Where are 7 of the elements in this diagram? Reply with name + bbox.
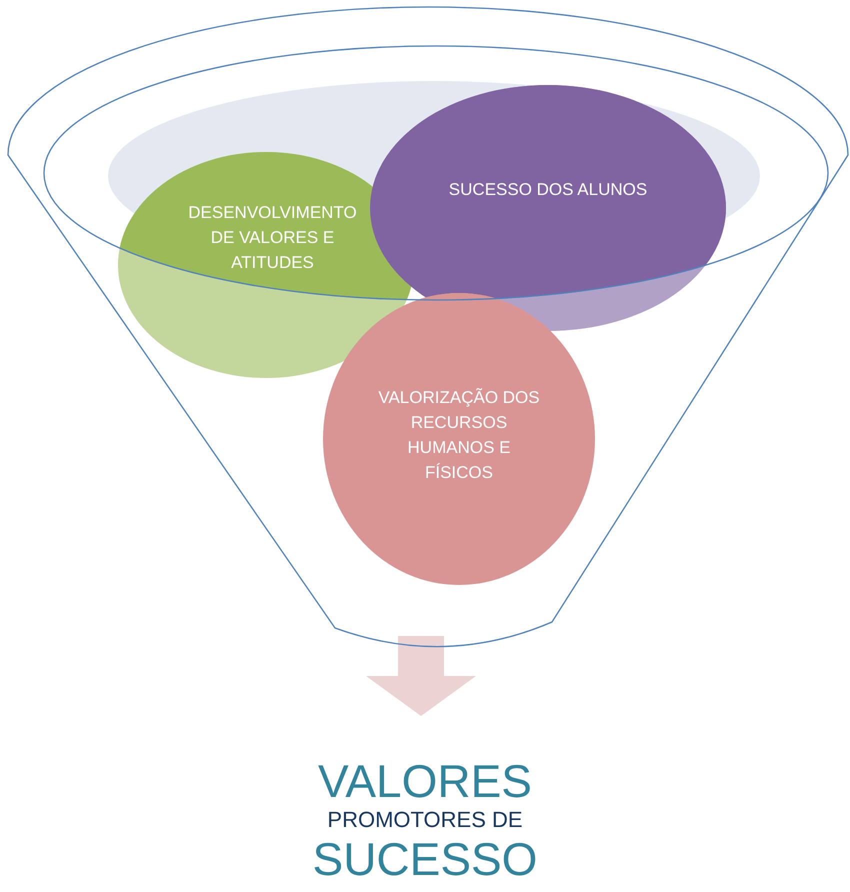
- circle-label: VALORIZAÇÃO DOS RECURSOS HUMANOS E FÍSICOS: [377, 387, 541, 484]
- title-text: SUCESSO: [312, 834, 538, 884]
- circle-label: SUCESSO DOS ALUNOS: [448, 179, 648, 201]
- block-arrow: [366, 636, 476, 716]
- subtitle-text: PROMOTORES DE: [327, 806, 523, 834]
- circle-label: DESENVOLVIMENTO DE VALORES E ATITUDES: [187, 202, 358, 274]
- title-text: VALORES: [318, 756, 532, 806]
